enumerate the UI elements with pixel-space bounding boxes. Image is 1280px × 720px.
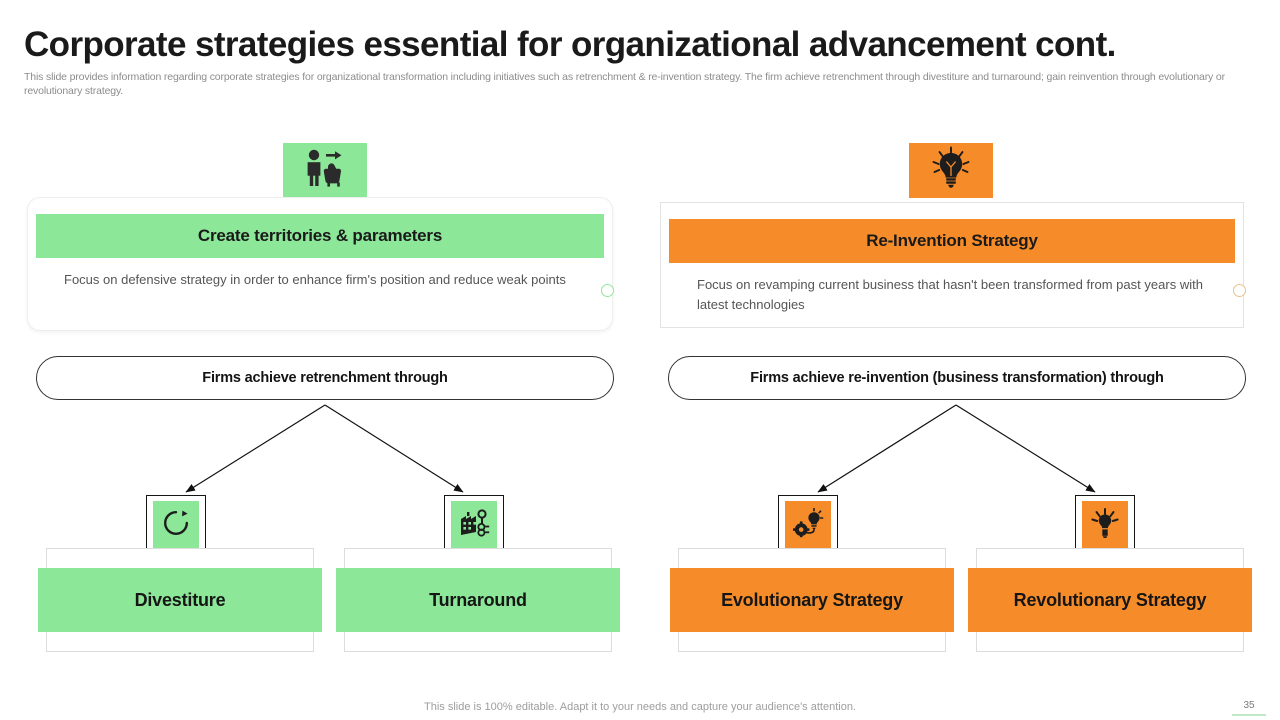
- bulb-burst-idea-icon: [1090, 507, 1120, 543]
- left-branch-1-icon-box: [146, 495, 206, 555]
- refresh-circular-arrow-icon: [161, 508, 191, 543]
- right-strategy-card: Re-Invention Strategy Focus on revamping…: [660, 202, 1244, 328]
- left-branch-1-label: Divestiture: [38, 568, 322, 632]
- left-branch-1-ribbon: Divestiture: [38, 548, 322, 652]
- right-card-heading: Re-Invention Strategy: [669, 219, 1235, 263]
- right-pill: Firms achieve re-invention (business tra…: [668, 356, 1246, 400]
- left-branch-2-icon-box: [444, 495, 504, 555]
- right-card-edge-dot: [1233, 284, 1246, 297]
- left-branch-2-label: Turnaround: [336, 568, 620, 632]
- left-card-body: Focus on defensive strategy in order to …: [64, 272, 566, 287]
- right-branch-2-label: Revolutionary Strategy: [968, 568, 1252, 632]
- left-top-icon-tile: [283, 143, 367, 198]
- person-leaving-with-luggage-icon: [302, 148, 348, 193]
- left-card-heading: Create territories & parameters: [36, 214, 604, 258]
- footer-note: This slide is 100% editable. Adapt it to…: [424, 701, 856, 713]
- page-subtitle: This slide provides information regardin…: [24, 71, 1225, 97]
- right-top-icon-tile: [909, 143, 993, 198]
- right-branch-1-icon-box: [778, 495, 838, 555]
- lightbulb-idea-icon: [928, 146, 974, 195]
- left-pill: Firms achieve retrenchment through: [36, 356, 614, 400]
- page-title: Corporate strategies essential for organ…: [24, 25, 1116, 64]
- left-branch-2-ribbon: Turnaround: [336, 548, 620, 652]
- right-branch-1-label: Evolutionary Strategy: [670, 568, 954, 632]
- gear-lightbulb-innovation-icon: [792, 507, 824, 543]
- right-branch-1-ribbon: Evolutionary Strategy: [670, 548, 954, 652]
- page-number: 35: [1232, 700, 1266, 716]
- right-branch-2-ribbon: Revolutionary Strategy: [968, 548, 1252, 652]
- right-card-body: Focus on revamping current business that…: [697, 277, 1203, 312]
- left-strategy-card: Create territories & parameters Focus on…: [28, 198, 612, 330]
- factory-analytics-icon: [458, 508, 490, 543]
- left-card-edge-dot: [601, 284, 614, 297]
- right-branch-2-icon-box: [1075, 495, 1135, 555]
